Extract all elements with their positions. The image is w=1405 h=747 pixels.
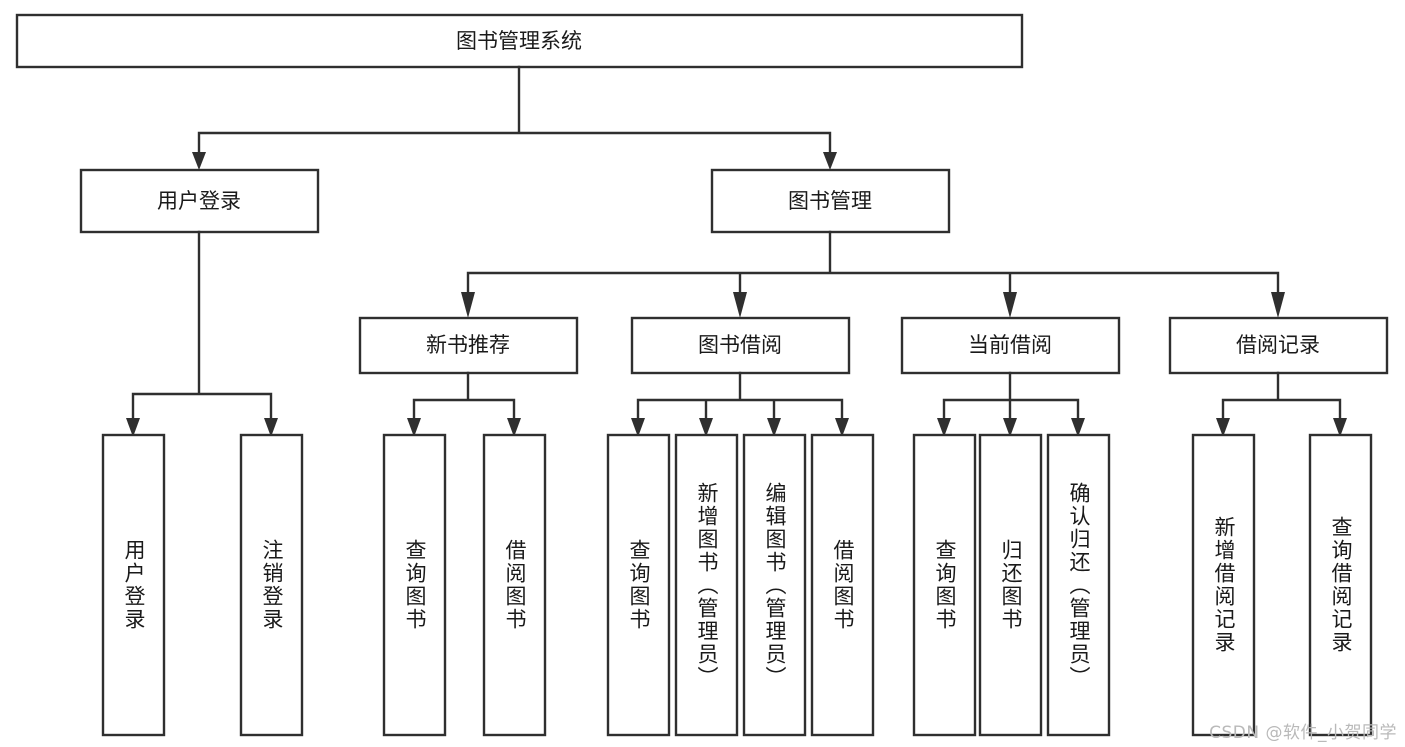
leaf-box-current-borrow-2[interactable]: [1046, 433, 1111, 737]
leaf-box-borrow-record-0[interactable]: [1191, 433, 1256, 737]
connector-book-borrow-to-leaves: [631, 371, 849, 437]
node-borrow-record-label: 借阅记录: [1236, 333, 1320, 357]
arrow-head-icon: [264, 418, 278, 437]
connector-root-to-level2: [192, 65, 837, 170]
connector-current-borrow-to-leaves: [937, 371, 1085, 437]
node-new-book-recommend[interactable]: 新书推荐: [358, 316, 579, 375]
arrow-head-icon: [767, 418, 781, 437]
node-book-borrow-box[interactable]: [630, 316, 851, 375]
leaf-box-book-borrow-0[interactable]: [606, 433, 671, 737]
connector-book-management-to-level3: [461, 230, 1285, 318]
node-book-borrow-label: 图书借阅: [698, 333, 782, 357]
arrow-head-icon: [407, 418, 421, 437]
connector-user-login-to-leaves: [126, 230, 278, 437]
arrow-head-icon: [1003, 418, 1017, 437]
arrow-head-icon: [1271, 292, 1285, 318]
node-book-borrow[interactable]: 图书借阅: [630, 316, 851, 375]
node-root[interactable]: 图书管理系统: [15, 13, 1024, 69]
arrow-head-icon: [507, 418, 521, 437]
arrow-head-icon: [733, 292, 747, 318]
node-borrow-record[interactable]: 借阅记录: [1168, 316, 1389, 375]
leaf-box-book-borrow-2[interactable]: [742, 433, 807, 737]
node-root-box[interactable]: [15, 13, 1024, 69]
arrow-head-icon: [937, 418, 951, 437]
leaf-box-user-login-0[interactable]: [101, 433, 166, 737]
leaf-box-new-book-0[interactable]: [382, 433, 447, 737]
node-new-book-recommend-label: 新书推荐: [426, 333, 510, 357]
node-book-management[interactable]: 图书管理: [710, 168, 951, 234]
node-new-book-recommend-box[interactable]: [358, 316, 579, 375]
arrow-head-icon: [1071, 418, 1085, 437]
arrow-head-icon: [835, 418, 849, 437]
node-current-borrow-label: 当前借阅: [968, 333, 1052, 357]
leaf-box-user-login-1[interactable]: [239, 433, 304, 737]
node-user-login-box[interactable]: [79, 168, 320, 234]
node-user-login-label: 用户登录: [157, 189, 241, 213]
leaf-box-current-borrow-0[interactable]: [912, 433, 977, 737]
node-user-login[interactable]: 用户登录: [79, 168, 320, 234]
arrow-head-icon: [1333, 418, 1347, 437]
arrow-head-icon: [631, 418, 645, 437]
node-current-borrow[interactable]: 当前借阅: [900, 316, 1121, 375]
arrow-head-icon: [126, 418, 140, 437]
arrow-head-icon: [192, 152, 206, 170]
leaf-box-borrow-record-1[interactable]: [1308, 433, 1373, 737]
watermark-text: CSDN @软件_小贺同学: [1209, 723, 1397, 743]
arrow-head-icon: [823, 152, 837, 170]
arrow-head-icon: [461, 292, 475, 318]
node-current-borrow-box[interactable]: [900, 316, 1121, 375]
leaf-box-book-borrow-1[interactable]: [674, 433, 739, 737]
connector-new-book-recommend-to-leaves: [407, 371, 521, 437]
arrow-head-icon: [1216, 418, 1230, 437]
leaf-box-current-borrow-1[interactable]: [978, 433, 1043, 737]
arrow-head-icon: [699, 418, 713, 437]
leaf-box-new-book-1[interactable]: [482, 433, 547, 737]
node-book-management-label: 图书管理: [788, 189, 872, 213]
connector-borrow-record-to-leaves: [1216, 371, 1347, 437]
leaf-box-book-borrow-3[interactable]: [810, 433, 875, 737]
node-borrow-record-box[interactable]: [1168, 316, 1389, 375]
node-root-label: 图书管理系统: [456, 29, 582, 53]
arrow-head-icon: [1003, 292, 1017, 318]
